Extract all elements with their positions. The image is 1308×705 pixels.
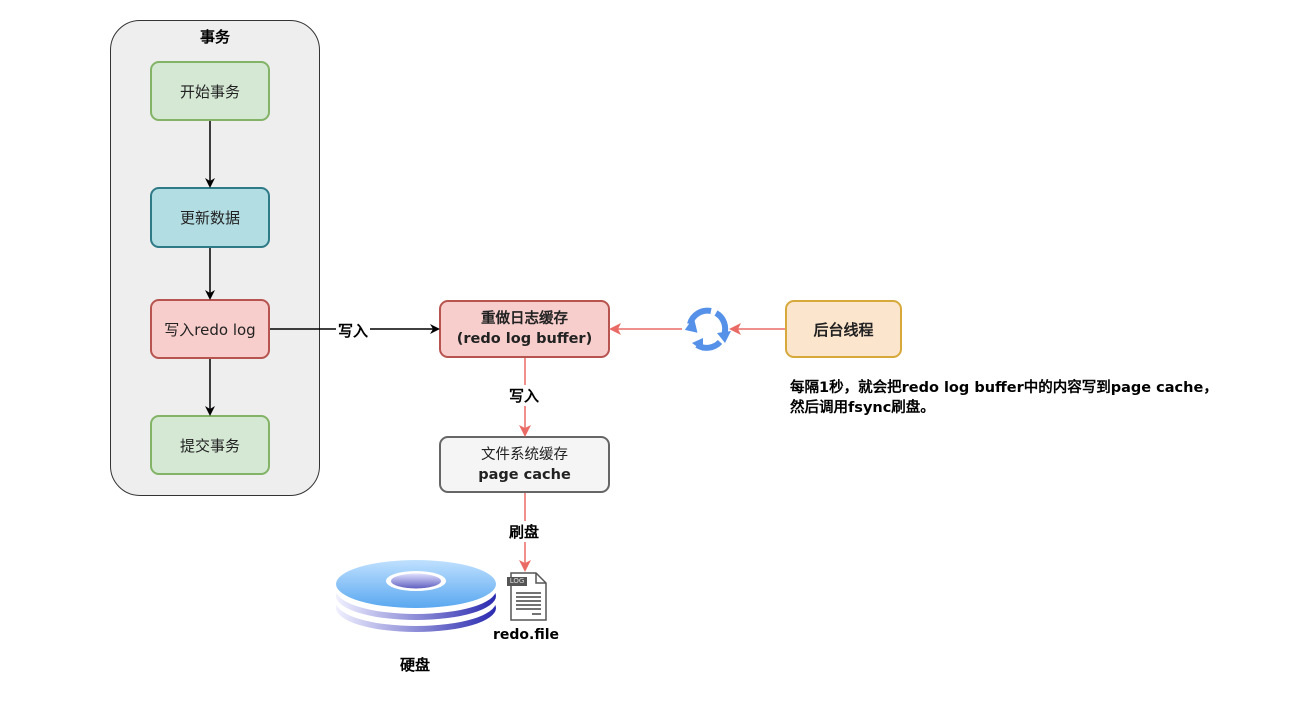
background-thread-label: 后台线程 <box>813 320 874 339</box>
note-line-2: 然后调用fsync刷盘。 <box>790 400 935 416</box>
update-data-label: 更新数据 <box>179 209 240 227</box>
redo-log-buffer-title: 重做日志缓存 <box>481 311 568 327</box>
edge-label-write-cache: 写入 <box>507 385 542 406</box>
redo-log-buffer-subtitle: (redo log buffer) <box>456 331 593 347</box>
start-transaction-node[interactable]: 开始事务 <box>150 61 270 121</box>
note-line-1: 每隔1秒，就会把redo log buffer中的内容写到page cache， <box>790 380 1218 396</box>
write-redo-log-label: 写入redo log <box>164 320 256 339</box>
transaction-title: 事务 <box>199 28 230 46</box>
edge-label-flush: 刷盘 <box>507 521 542 542</box>
page-cache-title: 文件系统缓存 <box>481 446 568 463</box>
commit-transaction-label: 提交事务 <box>179 436 240 455</box>
hard-disk-icon <box>336 560 496 632</box>
redo-file-label: redo.file <box>493 627 560 643</box>
background-thread-note: 每隔1秒，就会把redo log buffer中的内容写到page cache，… <box>790 378 1218 418</box>
write-redo-log-node[interactable]: 写入redo log <box>150 299 270 359</box>
disk-label: 硬盘 <box>400 656 431 674</box>
background-thread-node[interactable]: 后台线程 <box>785 300 902 358</box>
update-data-node[interactable]: 更新数据 <box>150 187 270 248</box>
start-transaction-label: 开始事务 <box>179 82 240 101</box>
edge-label-write-buffer: 写入 <box>336 320 371 341</box>
page-cache-subtitle: page cache <box>478 466 571 483</box>
redo-log-buffer-node[interactable]: 重做日志缓存 (redo log buffer) <box>439 300 610 358</box>
page-cache-node[interactable]: 文件系统缓存 page cache <box>439 436 610 493</box>
refresh-cycle-icon <box>684 307 731 351</box>
commit-transaction-node[interactable]: 提交事务 <box>150 415 270 475</box>
log-file-icon <box>507 572 547 621</box>
log-badge: LOG <box>509 577 525 585</box>
